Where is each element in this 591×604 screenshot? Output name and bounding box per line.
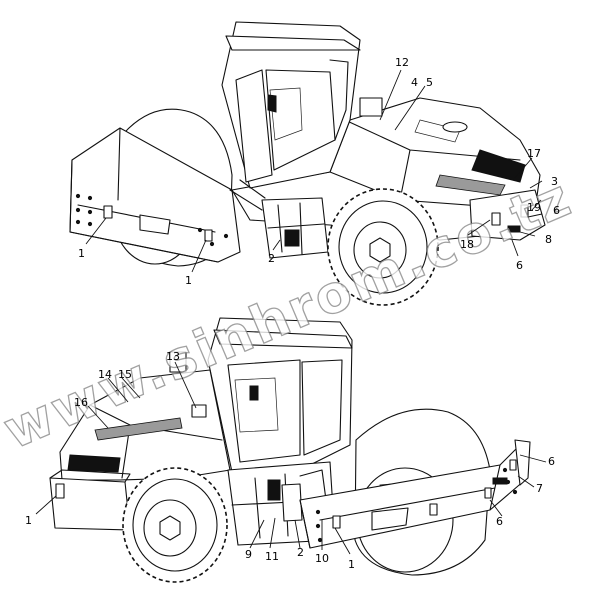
callout-top-19: 19 bbox=[527, 201, 541, 214]
callouts-bottom: 13 14 15 16 1 9 11 2 10 1 6 7 6 bbox=[25, 350, 555, 571]
air-intake bbox=[359, 97, 383, 117]
cab-top bbox=[221, 21, 361, 189]
callout-bottom-6b: 6 bbox=[496, 515, 503, 528]
callout-bottom-2: 2 bbox=[297, 546, 304, 559]
rear-tire-top bbox=[327, 188, 439, 306]
air-intake-bottom bbox=[169, 351, 187, 373]
callout-top-6a: 6 bbox=[553, 204, 560, 217]
roller-bottom-view bbox=[49, 317, 531, 583]
cab-bottom bbox=[207, 317, 353, 473]
front-frame-bottom bbox=[299, 439, 531, 549]
callout-top-2: 2 bbox=[268, 252, 275, 265]
sticker-plate-1a bbox=[103, 205, 113, 219]
callout-top-1b: 1 bbox=[185, 274, 192, 287]
rear-bumper-top bbox=[469, 189, 546, 241]
front-frame bbox=[69, 127, 241, 263]
roller-top-view bbox=[69, 21, 546, 306]
hood-grille-bottom bbox=[67, 454, 121, 473]
callout-bottom-9: 9 bbox=[245, 548, 252, 561]
sticker-plate-1b bbox=[204, 229, 213, 242]
callout-bottom-13: 13 bbox=[166, 350, 180, 363]
callout-top-18: 18 bbox=[460, 238, 474, 251]
rear-tire-bottom bbox=[122, 467, 228, 583]
callout-bottom-15: 15 bbox=[118, 368, 132, 381]
callout-top-12: 12 bbox=[395, 56, 409, 69]
callout-bottom-6a: 6 bbox=[548, 455, 555, 468]
callout-top-5: 5 bbox=[426, 76, 433, 89]
callout-bottom-1a: 1 bbox=[25, 514, 32, 527]
callout-bottom-7: 7 bbox=[536, 482, 543, 495]
callouts-top: 12 4 5 17 3 19 6 8 6 18 1 1 2 bbox=[78, 56, 560, 287]
callout-bottom-1b: 1 bbox=[348, 558, 355, 571]
callout-top-4: 4 bbox=[411, 76, 418, 89]
callout-bottom-10: 10 bbox=[315, 552, 329, 565]
hood-grille bbox=[471, 149, 526, 183]
callout-top-17: 17 bbox=[527, 147, 541, 160]
callout-top-6b: 6 bbox=[516, 259, 523, 272]
callout-top-1a: 1 bbox=[78, 247, 85, 260]
callout-bottom-14: 14 bbox=[98, 368, 112, 381]
articulation-joint-top bbox=[229, 179, 329, 259]
callout-bottom-16: 16 bbox=[74, 396, 88, 409]
callout-top-3: 3 bbox=[551, 175, 558, 188]
callout-top-8: 8 bbox=[545, 233, 552, 246]
callout-bottom-11: 11 bbox=[265, 550, 279, 563]
